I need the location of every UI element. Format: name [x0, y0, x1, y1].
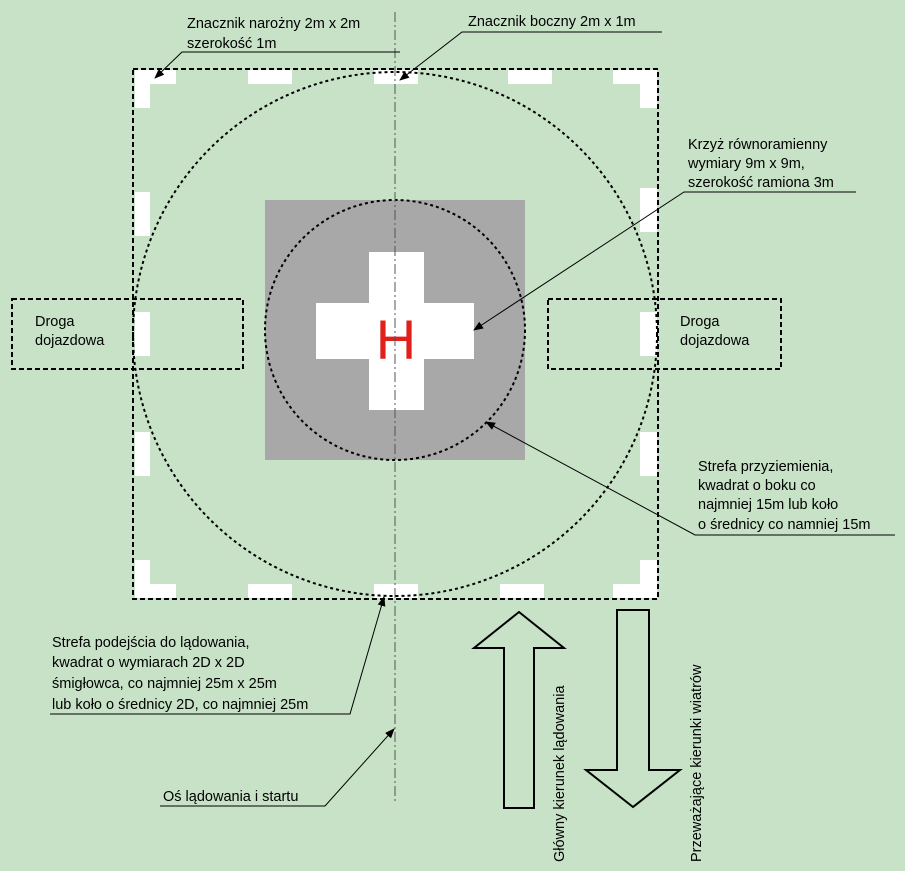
corner-marker-label: Znacznik narożny 2m x 2m szerokość 1m: [187, 16, 364, 52]
side-marker-label: Znacznik boczny 2m x 1m: [468, 14, 636, 30]
axis-label: Oś lądowania i startu: [163, 789, 298, 805]
leader-lines: [50, 31, 895, 807]
approach-zone-circle: [132, 71, 658, 597]
access-road-right-label: Droga dojazdowa: [680, 314, 750, 349]
cross-label: Krzyż równoramienny wymiary 9m x 9m, sze…: [687, 137, 834, 191]
access-road-right-box: [547, 298, 782, 370]
approach-zone-label: Strefa podejścia do lądowania, kwadrat o…: [52, 635, 308, 713]
wind-direction-arrow: [583, 609, 683, 809]
wind-direction-label: Przeważające kierunki wiatrów: [689, 664, 705, 862]
white-markers: [135, 70, 657, 598]
h-letter: H: [376, 308, 416, 371]
access-road-left-box: [11, 298, 244, 370]
touchdown-zone-label: Strefa przyziemienia, kwadrat o boku co …: [698, 459, 870, 533]
landing-direction-arrow: [471, 610, 567, 809]
landing-direction-label: Główny kierunek lądowania: [552, 685, 568, 862]
access-road-left-label: Droga dojazdowa: [35, 314, 105, 349]
cross-marker: [316, 252, 474, 410]
